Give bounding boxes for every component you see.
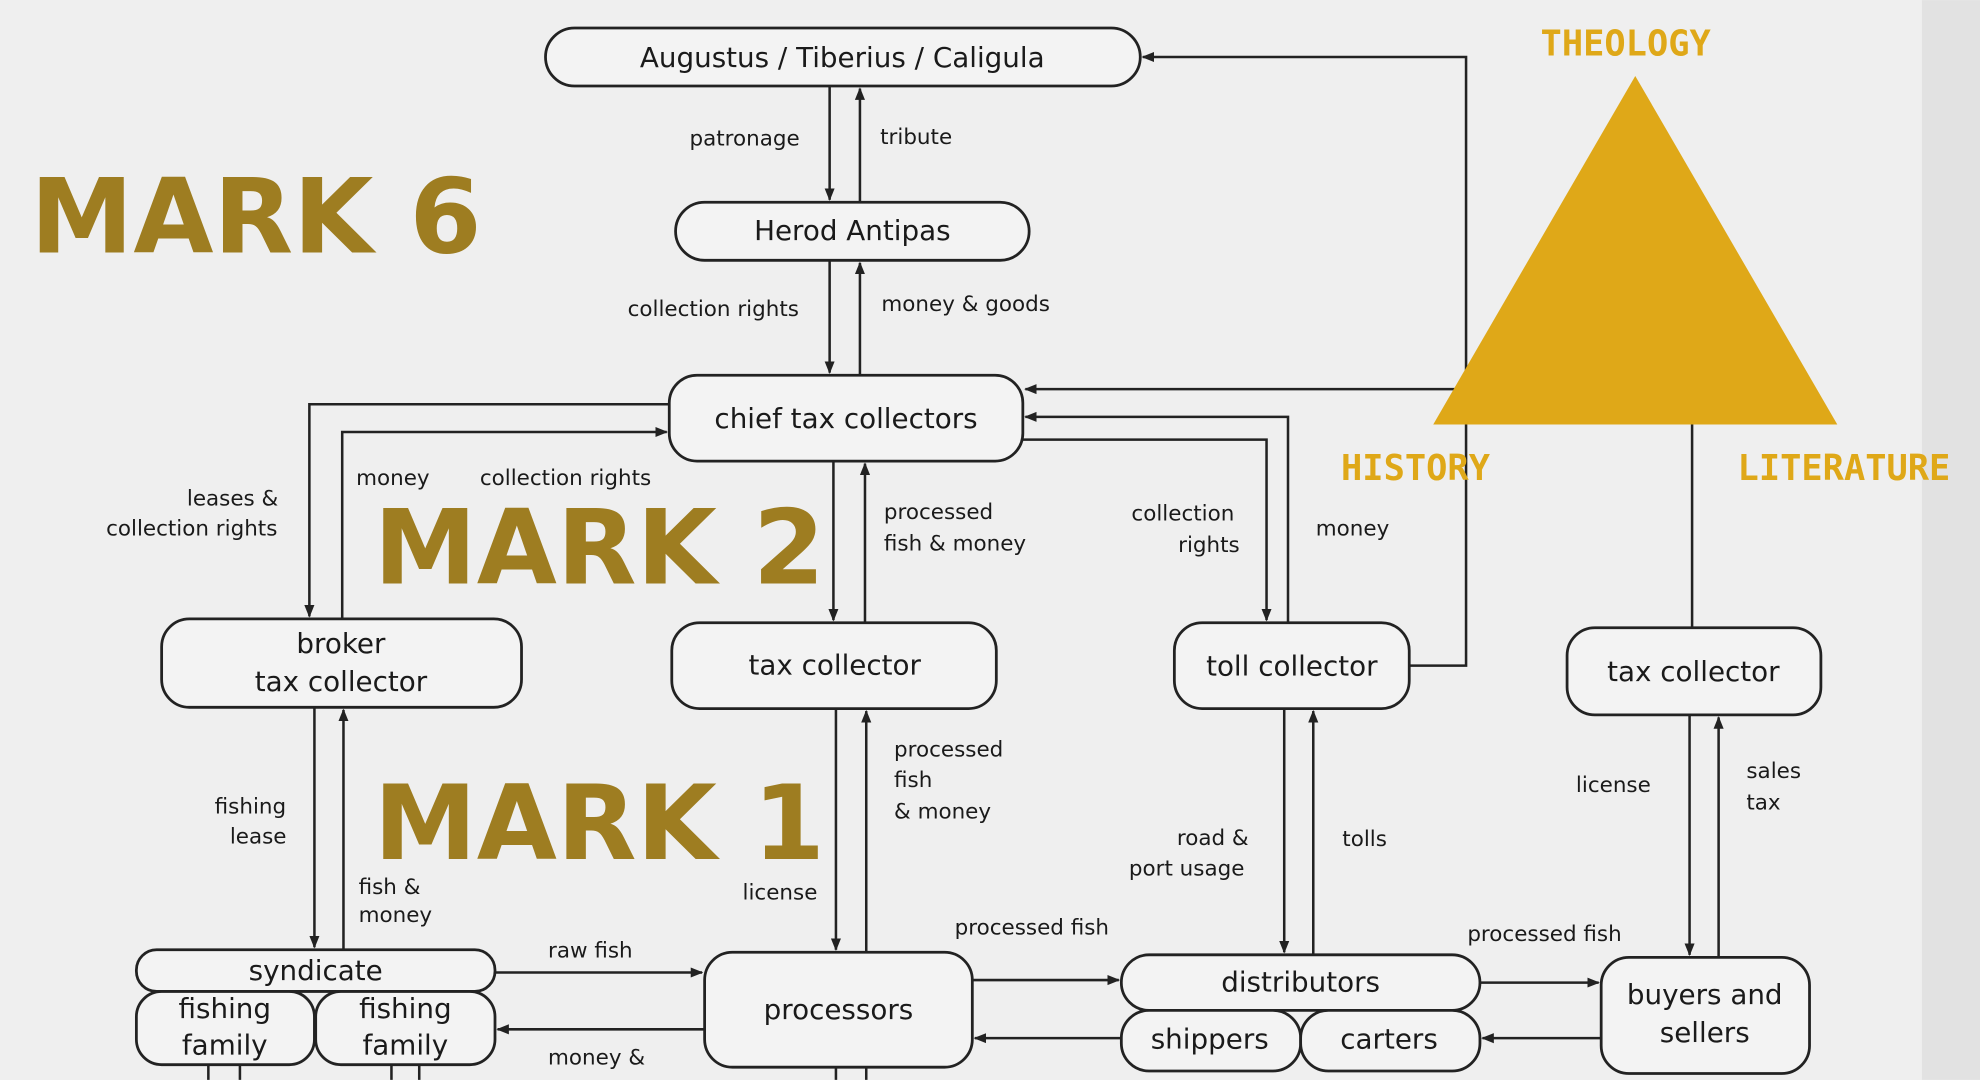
svg-text:Herod Antipas: Herod Antipas (754, 214, 951, 247)
label-leases: leases & (187, 486, 279, 511)
svg-text:chief tax collectors: chief tax collectors (714, 402, 977, 435)
svg-text:Augustus / Tiberius / Caligula: Augustus / Tiberius / Caligula (640, 41, 1045, 74)
label-mark-6: MARK 6 (30, 158, 481, 278)
label-literature: LITERATURE (1738, 448, 1951, 489)
label-fish-money: fish & money (884, 532, 1026, 557)
label-raw-fish: raw fish (548, 938, 633, 963)
svg-text:shippers: shippers (1151, 1022, 1269, 1055)
node-carters: carters (1299, 1008, 1482, 1073)
node-broker: broker tax collector (160, 617, 523, 709)
node-emperors: Augustus / Tiberius / Caligula (544, 26, 1142, 88)
label-history: HISTORY (1341, 448, 1491, 489)
node-syndicate: syndicate (134, 948, 497, 993)
node-tax-collector-right: tax collector (1565, 626, 1823, 717)
label-license-mid: license (743, 880, 818, 905)
label-road: road & (1177, 826, 1249, 851)
node-processors: processors (703, 950, 974, 1069)
node-fishing-family-2: fishing family (314, 990, 497, 1067)
label-money-right: money (1316, 517, 1390, 542)
label-collection: collection (1131, 501, 1234, 526)
label-collection-rights: collection rights (628, 297, 799, 322)
svg-text:tax collector: tax collector (748, 648, 921, 681)
label-fish-money-lower: money (359, 903, 433, 928)
label-processed-fish-a: processed fish (955, 916, 1109, 941)
nodes: Augustus / Tiberius / Caligula Herod Ant… (134, 26, 1823, 1075)
label-money-goods: money & goods (881, 292, 1050, 317)
node-shippers: shippers (1119, 1008, 1303, 1073)
label-patronage: patronage (689, 126, 799, 151)
label-processed: processed (884, 500, 993, 525)
node-tax-collector-center: tax collector (670, 621, 998, 710)
svg-text:family: family (182, 1029, 268, 1062)
label-pf-fish: fish (894, 768, 932, 793)
svg-text:syndicate: syndicate (249, 954, 383, 987)
label-tax: tax (1746, 791, 1780, 816)
node-distributors: distributors (1119, 953, 1482, 1012)
label-license-right: license (1576, 773, 1651, 798)
label-money-bottom: money & (548, 1046, 645, 1071)
triangle-shape (1433, 75, 1838, 425)
svg-text:processors: processors (764, 993, 914, 1026)
label-tribute: tribute (880, 125, 952, 150)
label-mark-1: MARK 1 (374, 764, 825, 884)
label-leases-rights: collection rights (106, 517, 277, 542)
label-fishing: fishing (215, 794, 286, 819)
connectors (207, 51, 1724, 1080)
edge-labels: patronage tribute collection rights mone… (106, 125, 1801, 1071)
node-buyers-sellers: buyers and sellers (1599, 955, 1811, 1075)
node-toll-collector: toll collector (1172, 621, 1411, 710)
label-money-left: money (356, 466, 430, 491)
label-mark-2: MARK 2 (374, 489, 825, 609)
node-herod: Herod Antipas (674, 200, 1031, 262)
svg-text:tax collector: tax collector (1607, 655, 1780, 688)
label-theology: THEOLOGY (1541, 24, 1712, 65)
label-pf-money: & money (894, 799, 991, 824)
label-processed-fish-b: processed fish (1467, 922, 1621, 947)
label-sales: sales (1746, 759, 1801, 784)
label-fish-and: fish & (359, 875, 421, 900)
label-port-usage: port usage (1129, 856, 1245, 881)
svg-text:fishing: fishing (359, 992, 452, 1025)
svg-text:fishing: fishing (179, 992, 271, 1025)
label-rights: rights (1178, 533, 1240, 558)
label-collection-rights-mid: collection rights (480, 466, 651, 491)
svg-text:buyers and: buyers and (1627, 978, 1783, 1011)
svg-text:distributors: distributors (1221, 965, 1380, 998)
svg-text:toll collector: toll collector (1206, 650, 1378, 683)
svg-text:family: family (362, 1029, 448, 1062)
page-edge (1921, 0, 1980, 1080)
node-fishing-family-1: fishing family (134, 990, 316, 1067)
svg-text:tax collector: tax collector (255, 665, 428, 698)
label-pf-processed: processed (894, 738, 1003, 763)
svg-text:sellers: sellers (1660, 1016, 1750, 1049)
node-chief-tax-collectors: chief tax collectors (667, 373, 1025, 463)
overlay: THEOLOGY HISTORY LITERATURE MARK 6 MARK … (30, 24, 1950, 884)
svg-text:carters: carters (1340, 1022, 1438, 1055)
svg-text:broker: broker (296, 627, 386, 660)
label-lease: lease (230, 825, 287, 850)
label-tolls: tolls (1342, 827, 1387, 852)
